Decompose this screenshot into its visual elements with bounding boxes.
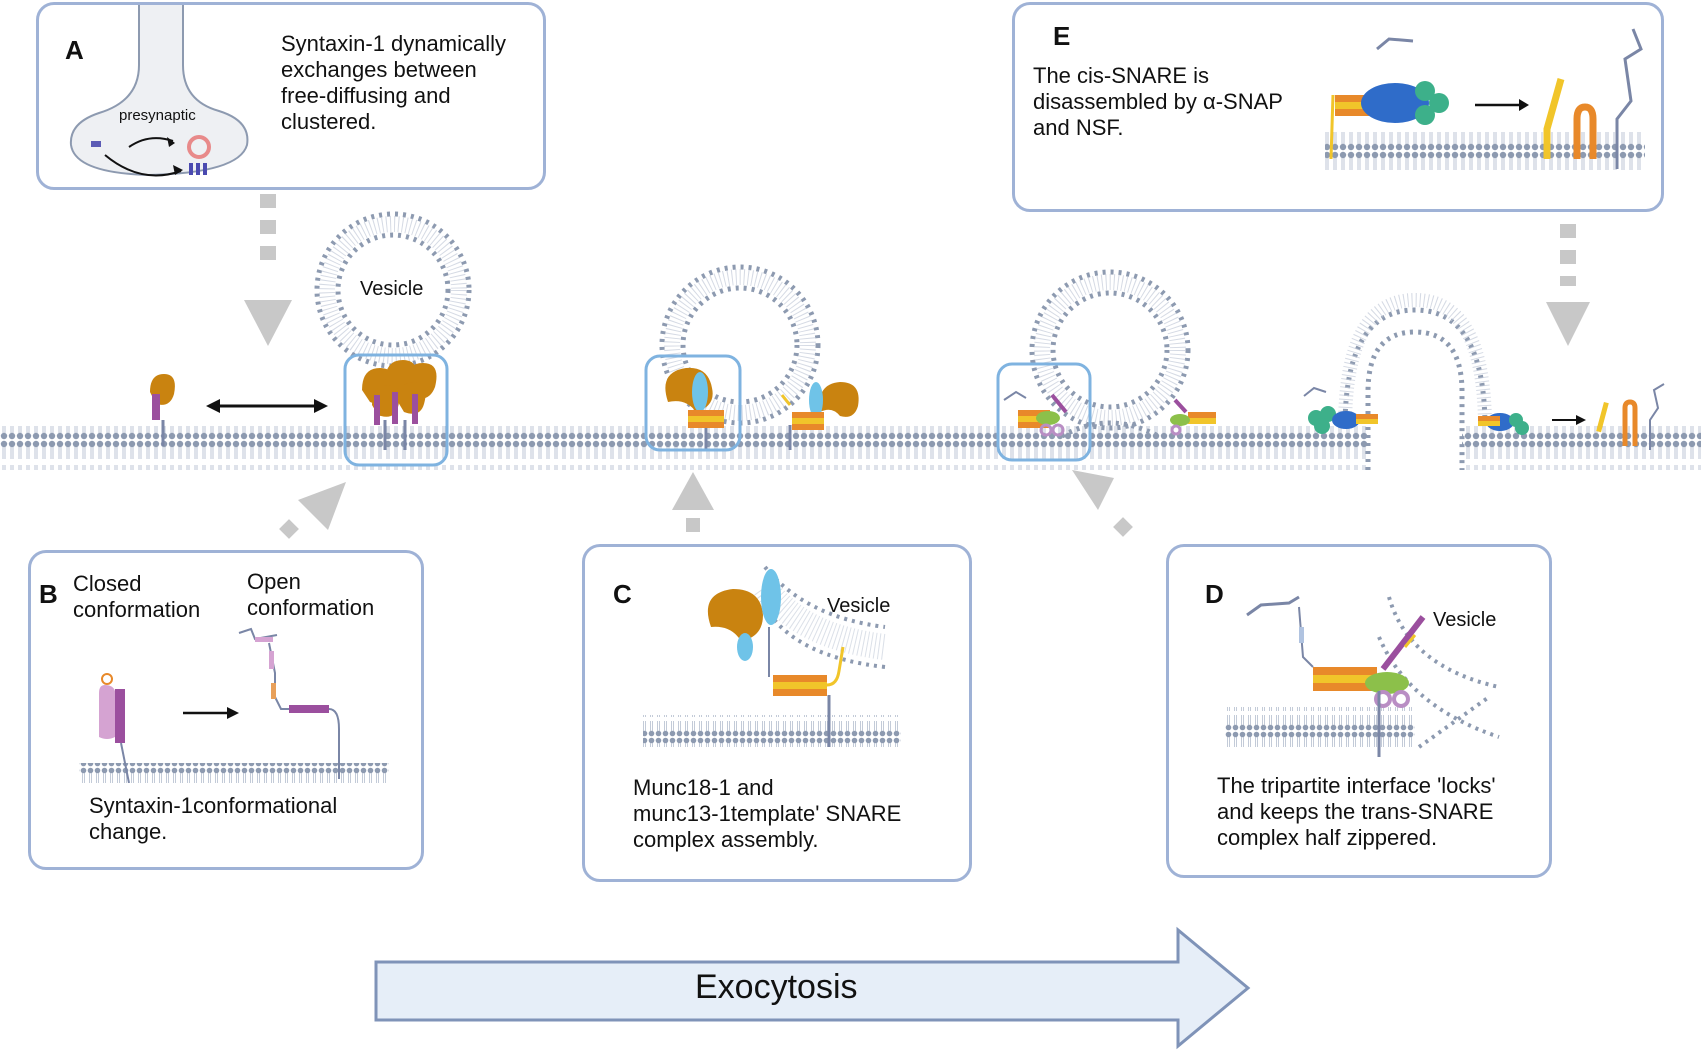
syntaxin-cluster: [362, 360, 437, 450]
panel-e: E The cis-SNARE is disassembled by α-SNA…: [1012, 2, 1664, 212]
fusion-pore: [1338, 292, 1492, 472]
munc18-snare-complex-2: [780, 382, 859, 450]
panel-d: D Vesicle The tripartite interface 'lock…: [1166, 544, 1552, 878]
panel-d-letter: D: [1205, 579, 1224, 609]
panel-e-letter: E: [1053, 21, 1071, 51]
panel-c-caption: Munc18-1 and munc13-1template' SNARE com…: [633, 775, 902, 852]
panel-a: A presynaptic Syntaxin-1 dynamically exc…: [36, 2, 546, 190]
munc-template-illustration: [643, 565, 901, 747]
panel-d-caption: The tripartite interface 'locks' and kee…: [1217, 773, 1496, 850]
panel-b: B Closed conformation Open conformation …: [28, 550, 424, 870]
panel-c-letter: C: [613, 579, 632, 609]
panel-e-text: The cis-SNARE is disassembled by α-SNAP …: [1033, 63, 1283, 140]
arrow-d-up: [1072, 470, 1133, 537]
exocytosis-arrow: [374, 926, 1251, 1050]
arrow-a-down: [244, 194, 292, 346]
presynaptic-terminal-illustration: [69, 5, 249, 177]
panel-c-vesicle-label: Vesicle: [827, 595, 891, 617]
nsf-complex-2: [1478, 383, 1665, 450]
exchange-arrow: [206, 399, 328, 413]
exocytosis-label: Exocytosis: [695, 968, 858, 1006]
presynaptic-label: presynaptic: [119, 107, 196, 124]
syntaxin-conformation-illustration: [79, 627, 389, 783]
syntaxin-closed-free: [150, 374, 175, 446]
munc18-snare-complex-1: [665, 367, 724, 450]
panel-c: C Vesicle Munc18-1 and munc13-1template'…: [582, 544, 972, 882]
main-vesicle-label: Vesicle: [360, 278, 424, 300]
panel-b-letter: B: [39, 579, 58, 609]
panel-a-text: Syntaxin-1 dynamically exchanges between…: [281, 31, 506, 134]
highlight-box-3: [996, 362, 1092, 462]
arrow-c-up: [672, 472, 714, 532]
arrow-e-down: [1546, 224, 1590, 346]
nsf-complex-1: [1303, 386, 1378, 434]
trans-snare-complex-1: [1003, 390, 1068, 437]
highlight-box-2: [644, 354, 742, 452]
panel-a-letter: A: [65, 35, 84, 65]
arrow-b-up: [279, 482, 346, 539]
vesicle-zippering: [1029, 269, 1191, 439]
tripartite-interface-illustration: [1225, 595, 1500, 757]
panel-b-caption: Syntaxin-1conformational change.: [89, 793, 338, 844]
panel-d-vesicle-label: Vesicle: [1433, 609, 1497, 631]
cis-snare-disassembly-illustration: [1325, 28, 1645, 173]
closed-conformation-label: Closed conformation: [73, 571, 201, 622]
vesicle-docked: [314, 211, 472, 369]
highlight-box-1: [343, 353, 449, 467]
trans-snare-complex-2: [1170, 398, 1216, 436]
open-conformation-label: Open conformation: [247, 569, 375, 620]
